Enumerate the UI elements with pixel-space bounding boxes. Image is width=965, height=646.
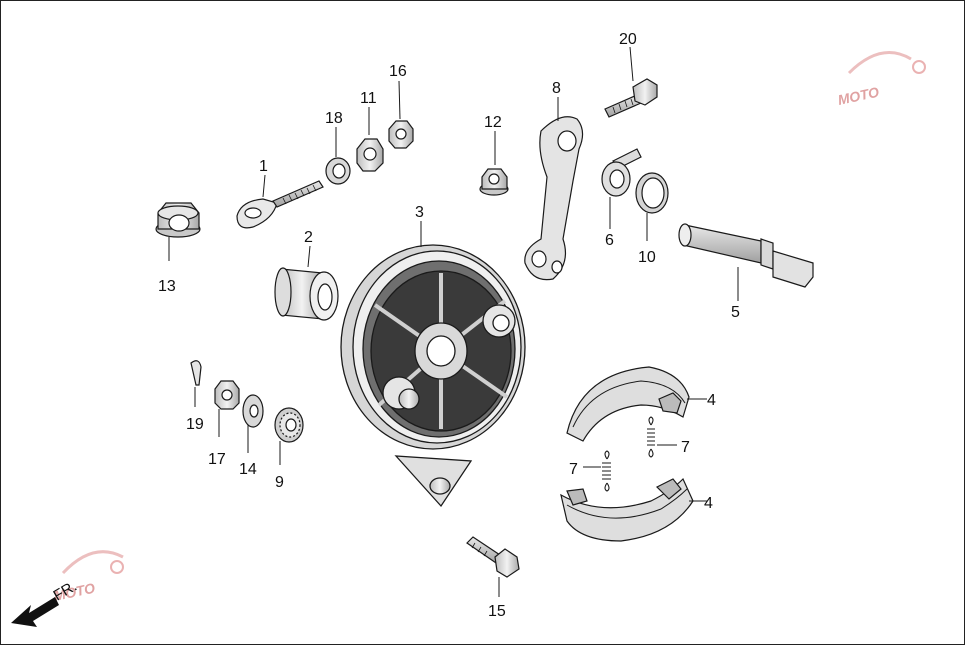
callout-4-upper: 4 bbox=[707, 392, 716, 409]
callout-4-lower: 4 bbox=[704, 495, 713, 512]
callout-6: 6 bbox=[605, 232, 614, 249]
callout-10: 10 bbox=[638, 249, 656, 266]
part-6-wear-indicator bbox=[601, 148, 642, 229]
part-12-flange-nut bbox=[479, 131, 509, 196]
part-17-nut bbox=[214, 380, 240, 437]
part-9-bearing bbox=[274, 407, 304, 465]
part-7-return-spring-b bbox=[583, 450, 611, 492]
watermark-logo-top: MOTO bbox=[836, 51, 926, 108]
callout-17: 17 bbox=[208, 451, 226, 468]
callout-3: 3 bbox=[415, 204, 424, 221]
callout-13: 13 bbox=[158, 278, 176, 295]
callout-15: 15 bbox=[488, 603, 506, 620]
callout-11: 11 bbox=[360, 90, 377, 107]
part-13-flange-nut bbox=[155, 202, 201, 261]
callout-1: 1 bbox=[259, 158, 268, 175]
callout-7-left: 7 bbox=[569, 461, 578, 478]
part-1-adjusting-bolt bbox=[236, 174, 324, 229]
part-4-brake-shoe-lower bbox=[560, 477, 707, 542]
callout-12: 12 bbox=[484, 114, 502, 131]
part-16-nut bbox=[388, 80, 414, 149]
callout-5: 5 bbox=[731, 304, 740, 321]
part-19-cotter-pin bbox=[190, 360, 202, 407]
part-14-washer bbox=[242, 394, 264, 453]
callout-9: 9 bbox=[275, 474, 284, 491]
callout-16: 16 bbox=[389, 63, 407, 80]
part-18-washer bbox=[325, 127, 351, 185]
part-4-brake-shoe-upper bbox=[566, 366, 707, 442]
callout-2: 2 bbox=[304, 229, 313, 246]
callout-7-right: 7 bbox=[681, 439, 690, 456]
part-2-collar bbox=[274, 245, 339, 321]
part-5-brake-cam bbox=[678, 223, 814, 301]
callout-20: 20 bbox=[619, 31, 637, 48]
part-10-felt-seal bbox=[635, 172, 669, 241]
callout-8: 8 bbox=[552, 80, 561, 97]
callout-14: 14 bbox=[239, 461, 257, 478]
part-11-nut bbox=[356, 107, 384, 172]
part-15-bolt bbox=[466, 536, 520, 597]
part-8-brake-arm bbox=[524, 97, 584, 281]
part-3-brake-panel bbox=[340, 221, 526, 508]
part-20-bolt bbox=[604, 46, 658, 118]
svg-text:MOTO: MOTO bbox=[836, 84, 880, 108]
callout-18: 18 bbox=[325, 110, 343, 127]
part-7-return-spring-a bbox=[647, 416, 677, 458]
front-direction-arrow: FR. bbox=[11, 578, 80, 627]
callout-19: 19 bbox=[186, 416, 204, 433]
